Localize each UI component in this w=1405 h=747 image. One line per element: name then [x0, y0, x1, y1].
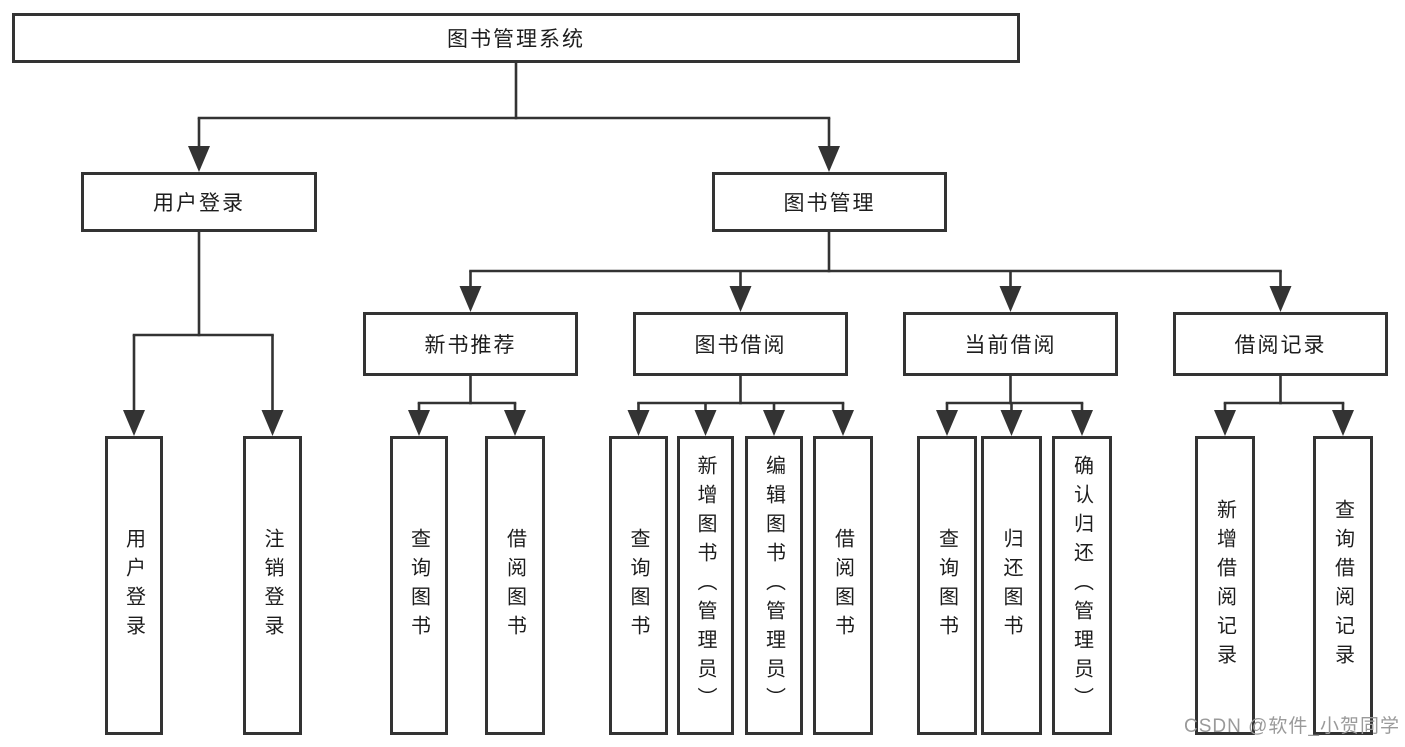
node-book-borrow: 图书借阅 [633, 312, 848, 376]
node-root: 图书管理系统 [12, 13, 1020, 63]
leaf-user-login: 用户登录 [105, 436, 163, 735]
leaf-borrow-books-recommend: 借阅图书 [485, 436, 545, 735]
node-new-book-recommend: 新书推荐 [363, 312, 578, 376]
arrowheads [123, 146, 1354, 436]
leaf-add-borrow-record: 新增借阅记录 [1195, 436, 1255, 735]
leaf-query-books-recommend: 查询图书 [390, 436, 448, 735]
node-user-login: 用户登录 [81, 172, 317, 232]
node-current-borrow: 当前借阅 [903, 312, 1118, 376]
node-book-management: 图书管理 [712, 172, 947, 232]
node-borrow-records: 借阅记录 [1173, 312, 1388, 376]
leaf-borrow-books: 借阅图书 [813, 436, 873, 735]
leaf-return-books: 归还图书 [981, 436, 1042, 735]
leaf-query-books-current: 查询图书 [917, 436, 977, 735]
leaf-logout: 注销登录 [243, 436, 302, 735]
leaf-edit-books-admin: 编辑图书（管理员） [745, 436, 803, 735]
leaf-query-books-borrow: 查询图书 [609, 436, 668, 735]
leaf-query-borrow-record: 查询借阅记录 [1313, 436, 1373, 735]
csdn-watermark: CSDN @软件_小贺同学 [1184, 716, 1400, 737]
leaf-confirm-return-admin: 确认归还（管理员） [1052, 436, 1112, 735]
leaf-add-books-admin: 新增图书（管理员） [677, 436, 734, 735]
